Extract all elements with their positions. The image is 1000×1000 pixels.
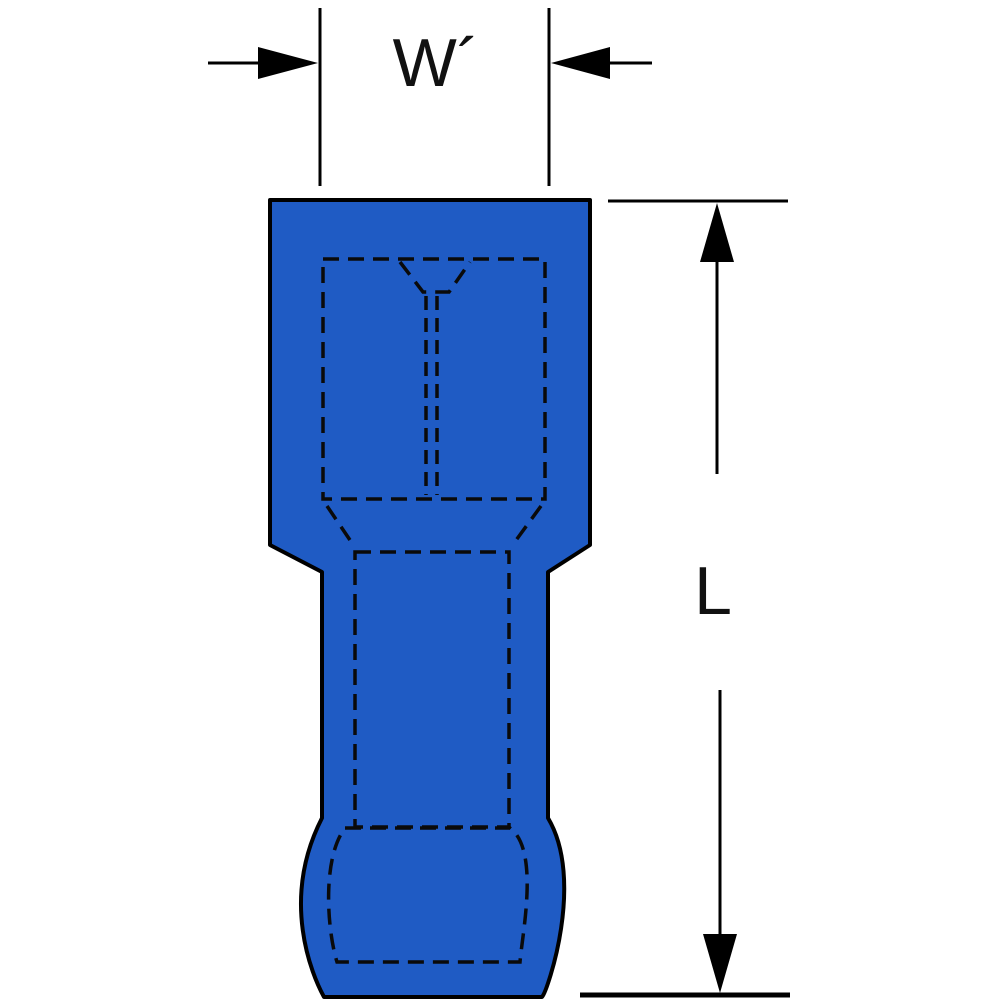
receptacle-box xyxy=(321,257,547,501)
terminal-body xyxy=(268,198,592,999)
hidden-lines xyxy=(321,257,547,964)
length-arrowhead-top xyxy=(700,203,734,262)
taper-line-left xyxy=(325,505,354,544)
length-arrowhead-bottom xyxy=(703,934,737,993)
width-label: W´ xyxy=(393,25,480,101)
taper-line-right xyxy=(512,504,543,545)
length-dimension: L xyxy=(580,199,790,998)
width-arrowhead-right xyxy=(551,47,610,79)
width-dimension: W´ xyxy=(208,8,652,186)
terminal-outline xyxy=(268,198,592,999)
length-label: L xyxy=(694,553,732,629)
spring-contact-v xyxy=(398,260,472,294)
insulation-sleeve xyxy=(326,826,529,964)
width-arrowhead-left xyxy=(258,47,318,79)
